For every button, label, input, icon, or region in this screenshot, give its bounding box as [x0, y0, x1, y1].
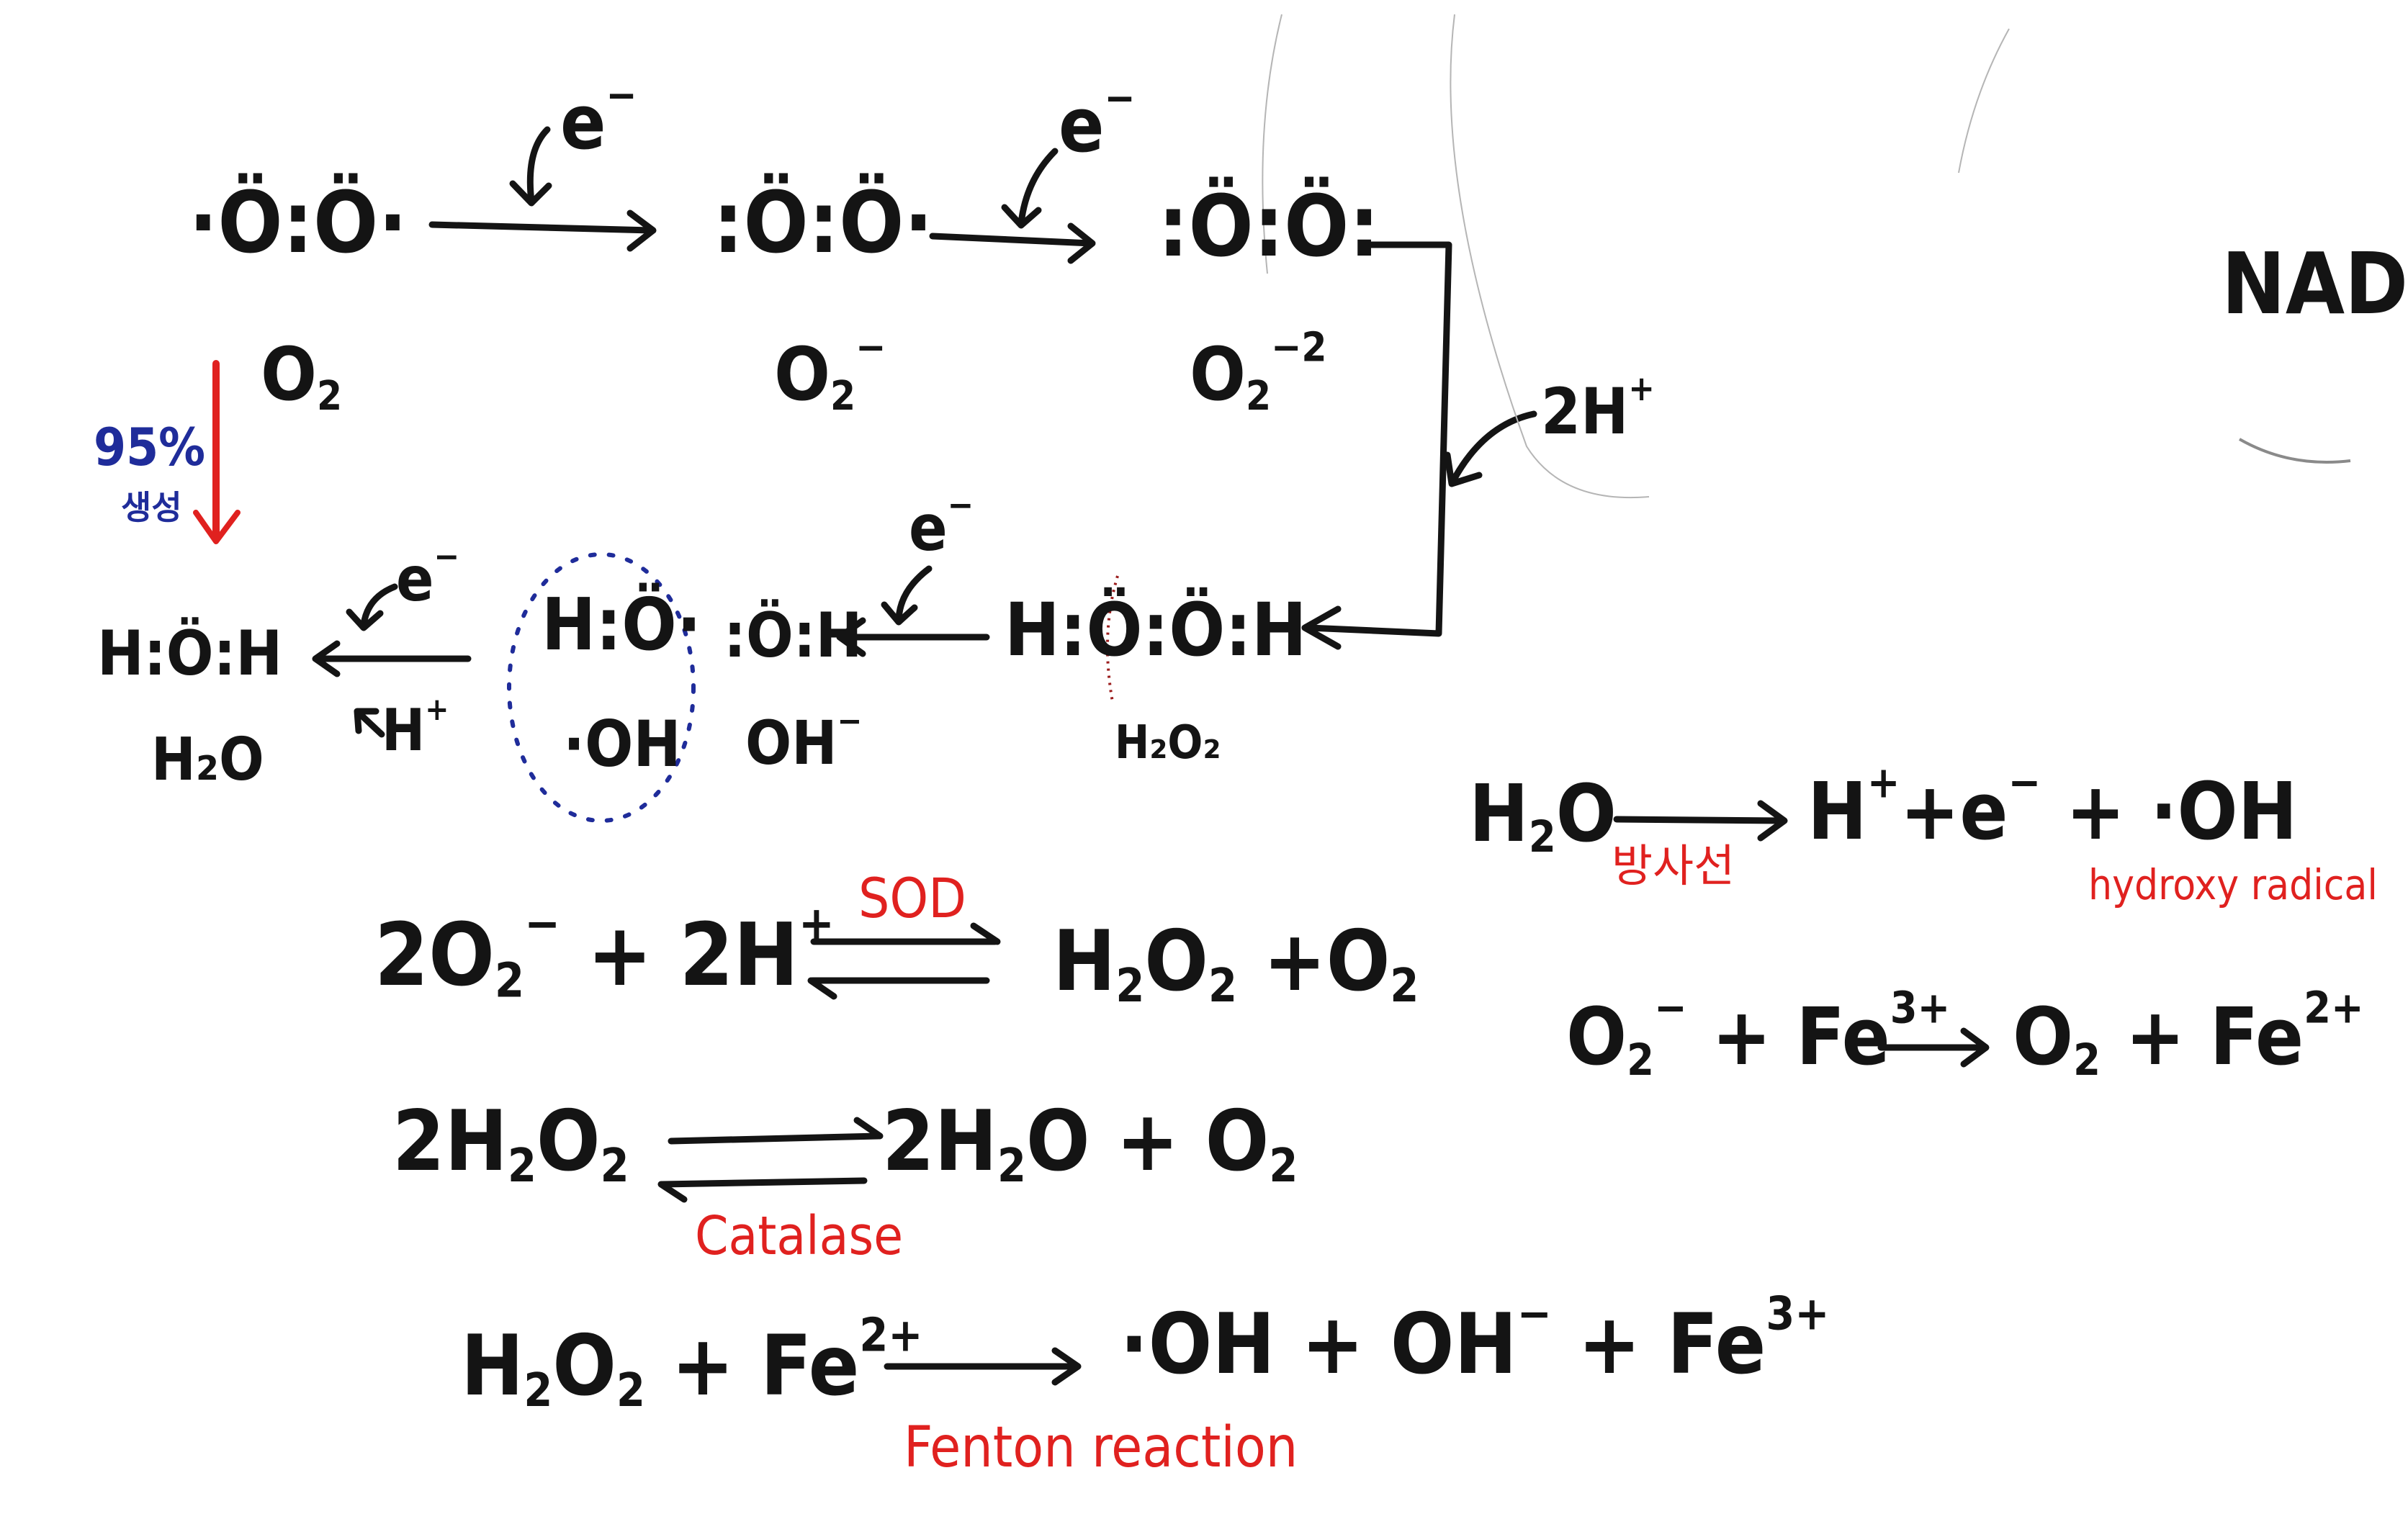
- label-water: H₂O: [151, 726, 264, 794]
- percent-note: 95%: [94, 417, 206, 477]
- electron-arrow-2: [1017, 148, 1059, 227]
- arrow-superoxide-to-peroxide: [929, 233, 1095, 247]
- fe-reduction-left: O2− + Fe3+: [1566, 983, 1951, 1086]
- whiteboard: ·Ö:Ö· O2 e− :Ö:Ö· O2− e− :Ö:Ö: O2−2 2H+ …: [94, 14, 2408, 1480]
- lewis-peroxide: :Ö:Ö:: [1158, 176, 1380, 276]
- label-oh-radical: ·OH: [563, 707, 681, 781]
- radical-circle: [507, 552, 696, 823]
- korean-note: 생성: [121, 488, 182, 527]
- fenton-right: ·OH + OH− + Fe3+: [1120, 1287, 1830, 1393]
- proton-label-2: H+: [382, 691, 449, 764]
- label-h2o2: H₂O₂: [1115, 716, 1221, 770]
- faint-marks: [1262, 14, 2351, 499]
- electron-arrow-1: [526, 126, 551, 205]
- proton-arrow-2: [355, 709, 385, 738]
- electron-label-4: e−: [909, 485, 974, 565]
- nad-text: NAD: [2221, 234, 2408, 333]
- electron-label-2: e−: [1059, 74, 1136, 169]
- lewis-hydroxyl: H:Ö·: [542, 582, 701, 667]
- electron-arrow-4: [360, 583, 398, 628]
- fenton-left: H2O2 + Fe2+: [461, 1309, 923, 1418]
- sod-left: 2O2− + 2H+: [374, 896, 835, 1009]
- catalase-right: 2H2O + O2: [882, 1093, 1298, 1193]
- label-hydroxide: OH−: [745, 701, 863, 778]
- hydroxy-radical-note: hydroxy radical: [2088, 860, 2378, 909]
- proton-label: 2H+: [1541, 369, 1655, 449]
- label-o2: O2: [261, 332, 343, 420]
- radiolysis-arrow-label: 방사선: [1612, 839, 1735, 892]
- catalase-enzyme: Catalase: [695, 1205, 904, 1267]
- catalase-forward-arrow: [668, 1132, 882, 1145]
- lewis-hydrogen-peroxide: H:Ö:Ö:H: [1005, 587, 1307, 673]
- proton-arrow: [1450, 410, 1537, 485]
- fe-reduction-right: O2 + Fe2+: [2013, 983, 2364, 1086]
- catalase-reverse-arrow: [659, 1177, 868, 1188]
- arrow-o2-to-superoxide: [428, 221, 655, 234]
- label-superoxide: O2−: [774, 324, 886, 420]
- catalase-left: 2H2O2: [392, 1093, 629, 1193]
- electron-arrow-3: [895, 565, 933, 623]
- lewis-hydroxide: :Ö:H: [724, 600, 863, 672]
- radiolysis-left: H2O: [1469, 767, 1617, 863]
- label-peroxide: O2−2: [1190, 324, 1327, 420]
- ink-layer: [193, 14, 2351, 1386]
- lewis-water: H:Ö:H: [97, 618, 283, 690]
- electron-label-3: e−: [396, 537, 460, 616]
- electron-label-1: e−: [560, 71, 637, 166]
- sod-enzyme: SOD: [858, 866, 966, 930]
- radiolysis-right: H++e− + ·OH: [1807, 757, 2298, 857]
- fenton-reaction-name: Fenton reaction: [904, 1415, 1298, 1480]
- lewis-superoxide: :Ö:Ö·: [713, 173, 933, 272]
- sod-right: H2O2 +O2: [1053, 913, 1419, 1013]
- lewis-o2: ·Ö:Ö·: [189, 173, 408, 272]
- arrow-radiolysis: [1613, 816, 1786, 824]
- bracket-connector: [1306, 241, 1452, 637]
